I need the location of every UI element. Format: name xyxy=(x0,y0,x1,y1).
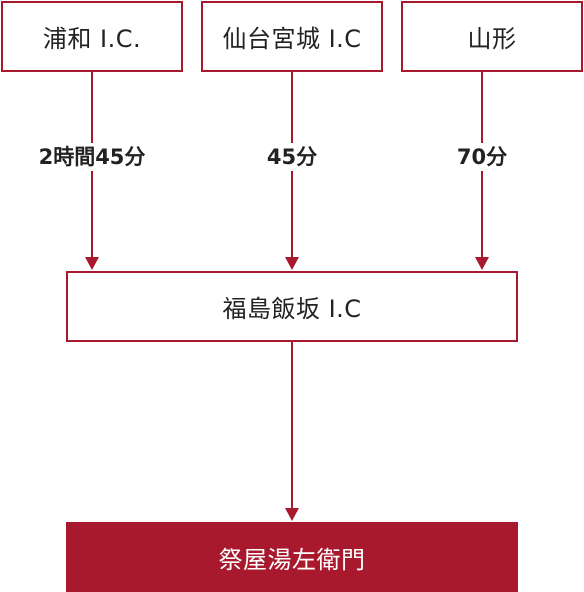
travel-time-sendai: 45分 xyxy=(262,143,322,171)
arrowhead-urawa xyxy=(85,257,99,270)
arrowhead-sendai xyxy=(285,257,299,270)
node-label: 仙台宮城 I.C xyxy=(222,25,362,53)
node-urawa-ic: 浦和 I.C. xyxy=(1,1,183,72)
node-label: 福島飯坂 I.C xyxy=(222,295,362,323)
node-yamagata: 山形 xyxy=(401,1,583,72)
travel-time-yamagata: 70分 xyxy=(452,143,512,171)
node-label: 山形 xyxy=(467,25,517,53)
node-sendai-miyagi-ic: 仙台宮城 I.C xyxy=(201,1,383,72)
travel-time-urawa: 2時間45分 xyxy=(34,143,150,171)
node-label: 浦和 I.C. xyxy=(42,25,142,53)
node-label: 祭屋湯左衛門 xyxy=(218,545,366,574)
arrowhead-fukushima xyxy=(285,508,299,521)
node-destination: 祭屋湯左衛門 xyxy=(66,522,518,592)
arrowhead-yamagata xyxy=(475,257,489,270)
node-fukushima-iizaka-ic: 福島飯坂 I.C xyxy=(66,271,518,342)
